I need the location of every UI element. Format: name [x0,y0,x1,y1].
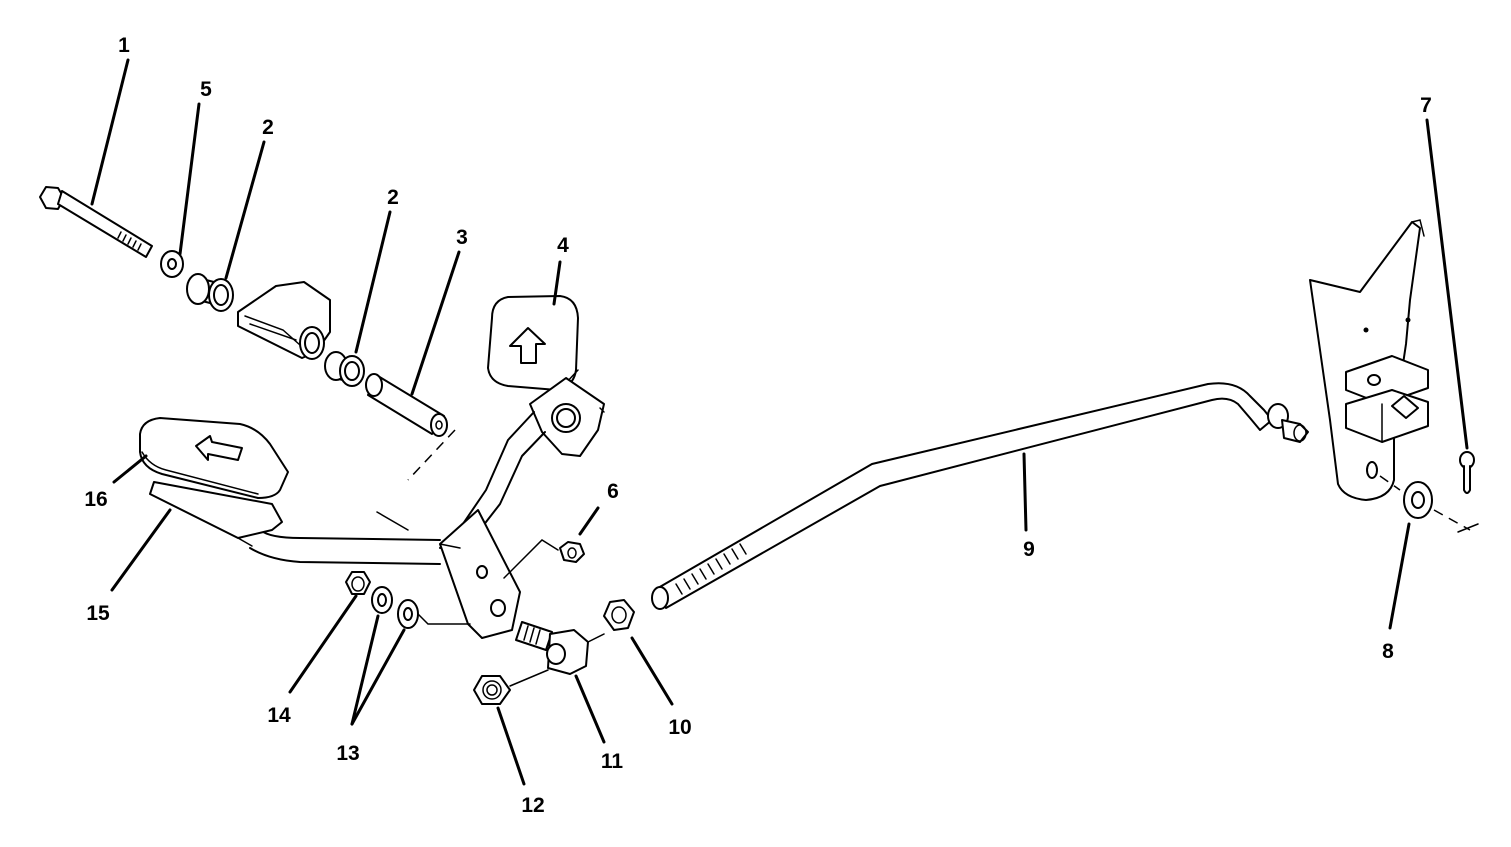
callout-16: 16 [84,488,107,511]
part-nut-14 [345,571,371,595]
part-nut-6 [559,541,585,563]
callout-10: 10 [668,716,691,739]
part-nut-10 [603,599,635,631]
callout-4: 4 [557,234,569,257]
callout-9: 9 [1023,538,1035,561]
callout-12: 12 [521,794,544,817]
callouts: 1 5 2 2 3 4 6 7 8 9 10 11 12 13 14 15 16 [84,34,1432,817]
part-washer-5 [160,250,184,278]
part-bushing-2b [324,351,365,387]
part-adjuster-bracket [417,509,559,639]
callout-15: 15 [86,602,110,625]
callout-2-right: 2 [387,186,399,209]
part-cotter-pin [1459,451,1475,494]
callout-6: 6 [607,480,619,503]
part-pedal-plate [149,481,283,547]
part-pedal-pad-down [139,417,289,499]
callout-5: 5 [200,78,212,101]
part-bolt [39,186,153,258]
part-pedal-pad-up [487,295,579,391]
part-washer-8 [1379,475,1479,533]
callout-1: 1 [118,34,130,57]
callout-8: 8 [1382,640,1394,663]
part-swivel [515,621,605,675]
callout-2-left: 2 [262,116,274,139]
part-rod [651,382,1309,610]
part-washers-13 [371,586,419,629]
part-bushing-2a [186,273,234,312]
callout-14: 14 [267,704,291,727]
part-pin [365,373,448,437]
part-nut-12 [473,669,549,705]
callout-11: 11 [601,750,624,773]
leader-lines [90,58,1469,786]
callout-3: 3 [456,226,468,249]
part-mounting-plate [1309,219,1429,501]
callout-7: 7 [1420,94,1432,117]
callout-13: 13 [336,742,359,765]
part-pivot-bracket [237,281,331,360]
